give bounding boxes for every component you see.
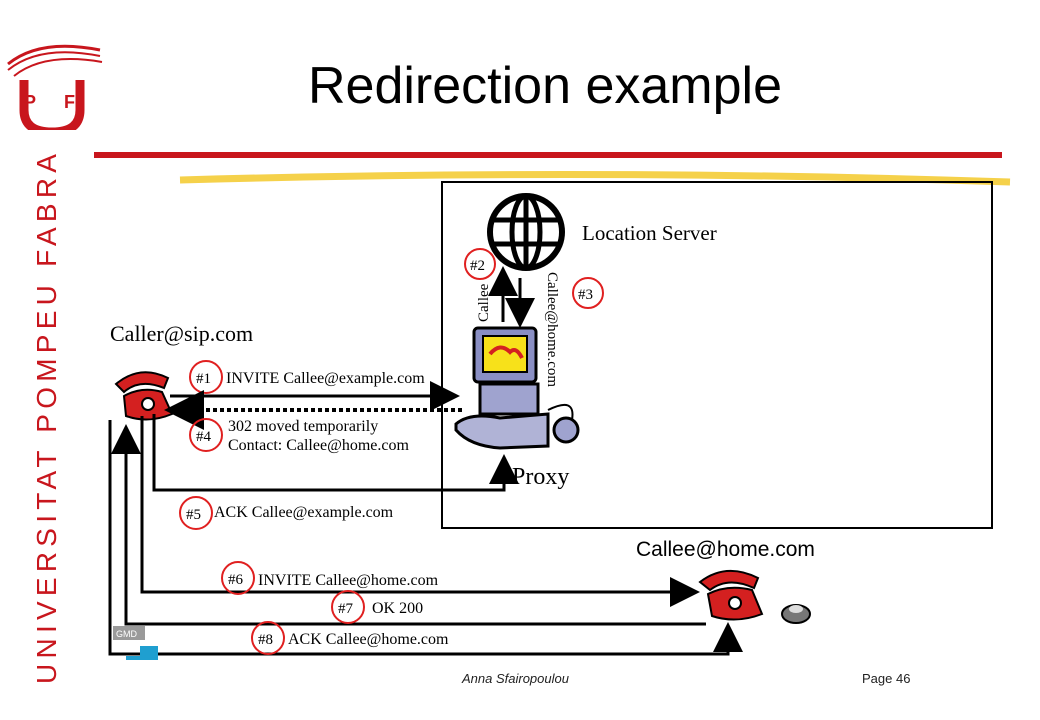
arrow-step-7: [111, 424, 706, 626]
location-server-label: Location Server: [582, 221, 717, 245]
step-1-tag: #1: [196, 371, 211, 387]
step-7-tag: #7: [338, 601, 354, 617]
svg-text:P: P: [24, 92, 36, 112]
globe-icon: [487, 193, 565, 271]
step-6-circle: [221, 561, 255, 595]
step-1-label: INVITE Callee@example.com: [226, 370, 425, 387]
step-8-circle: [251, 621, 285, 655]
response-label: Callee@home.com: [544, 272, 560, 387]
footer-page-number: Page 46: [862, 671, 911, 686]
step-4-circle: [189, 418, 223, 452]
step-3-tag: #3: [578, 287, 593, 303]
step-8-tag: #8: [258, 632, 273, 648]
step-4-tag: #4: [196, 429, 212, 445]
step-8-label: ACK Callee@home.com: [288, 631, 449, 648]
gmd-badge: GMD: [113, 626, 158, 660]
arrow-step-5: [152, 414, 519, 492]
title-rule: [94, 152, 1002, 158]
callee-label: Callee@home.com: [636, 538, 815, 561]
step-4-line2: Contact: Callee@home.com: [228, 437, 409, 454]
query-label: Callee: [476, 283, 492, 322]
step-6-tag: #6: [228, 572, 244, 588]
gmd-badge-label: GMD: [116, 629, 137, 639]
step-5-circle: [179, 496, 213, 530]
step-3-circle: [572, 277, 604, 309]
step-5-tag: #5: [186, 507, 201, 523]
step-4-line1: 302 moved temporarily: [228, 418, 378, 435]
footer-author: Anna Sfairopoulou: [462, 671, 569, 686]
step-2-tag: #2: [470, 258, 485, 274]
step-6-label: INVITE Callee@home.com: [258, 572, 439, 589]
yellow-highlight: [179, 170, 1011, 186]
step-7-circle: [331, 590, 365, 624]
step-7-label: OK 200: [372, 600, 423, 617]
university-label: UNIVERSITAT POMPEU FABRA: [31, 154, 62, 684]
computer-icon: [454, 326, 580, 450]
arrow-step-8: [108, 420, 743, 656]
upf-logo: P F: [7, 44, 103, 130]
slide-title: Redirection example: [307, 57, 783, 115]
caller-phone-icon: [114, 371, 174, 421]
caller-label: Caller@sip.com: [110, 321, 253, 346]
step-2-circle: [464, 248, 496, 280]
arrow-step-6: [140, 416, 700, 607]
step-5-label: ACK Callee@example.com: [214, 504, 394, 521]
university-name: UNIVERSITAT POMPEU FABRA: [31, 154, 62, 684]
location-server-box: [441, 181, 993, 529]
callee-phone-icon: [698, 569, 764, 621]
svg-text:F: F: [64, 92, 75, 112]
proxy-label: Proxy: [512, 464, 569, 490]
bell-icon: [781, 604, 811, 624]
step-1-circle: [189, 360, 223, 394]
